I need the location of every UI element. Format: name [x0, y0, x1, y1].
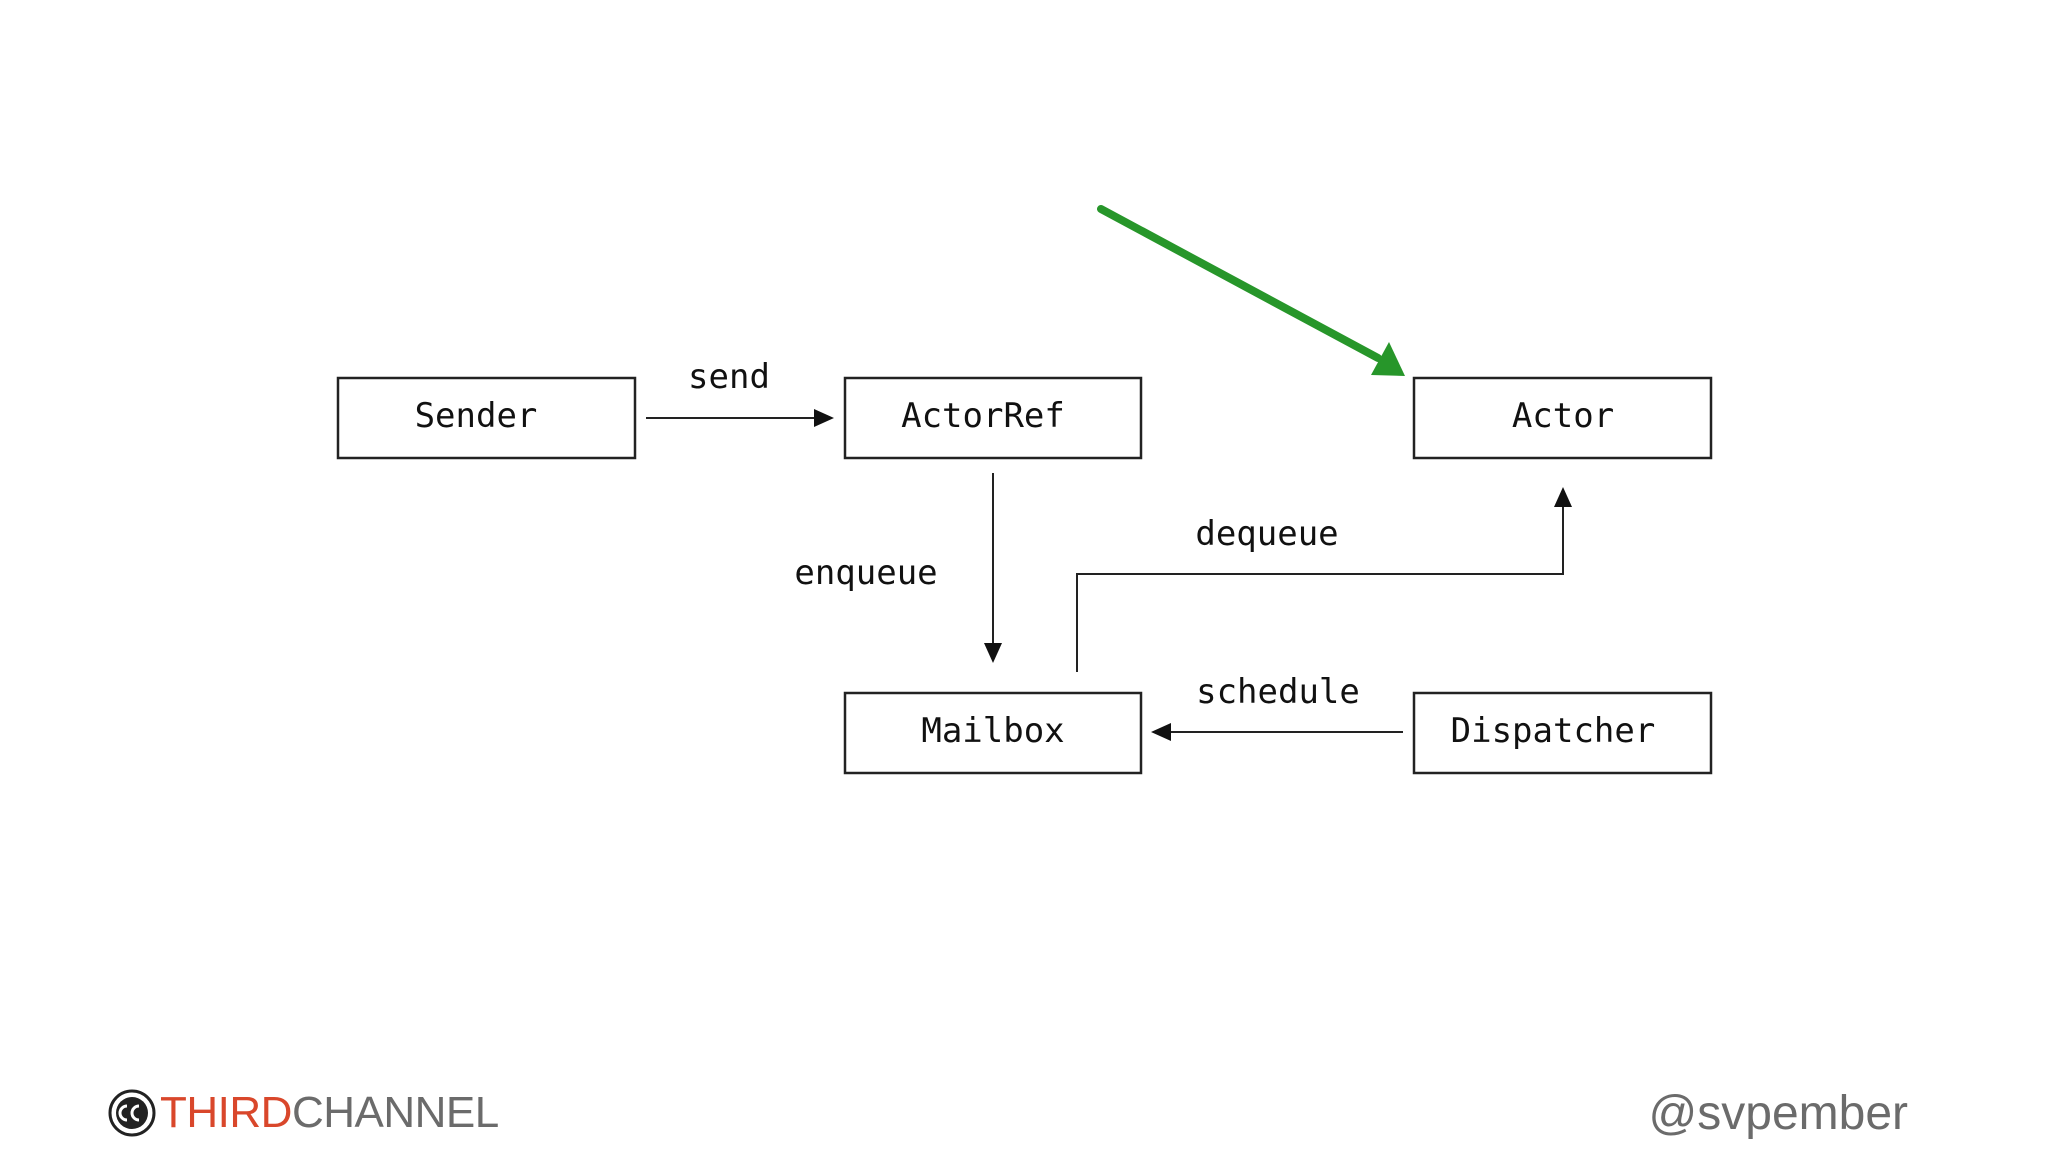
edge-schedule-arrowhead — [1151, 723, 1171, 741]
node-actor-box — [1412, 376, 1713, 460]
edge-enqueue-arrowhead — [984, 643, 1002, 663]
twitter-handle: @svpember — [1648, 1086, 1908, 1140]
node-sender: Sender — [336, 376, 637, 460]
node-actor-label: Actor — [1512, 396, 1614, 436]
edge-dequeue-arrowhead — [1554, 487, 1572, 507]
node-actorref: ActorRef — [843, 376, 1143, 460]
highlight-arrow-head — [1371, 342, 1405, 376]
edge-schedule-label: schedule — [1196, 672, 1360, 712]
node-dispatcher-label: Dispatcher — [1451, 711, 1656, 751]
node-dispatcher-box — [1412, 691, 1713, 775]
node-mailbox-label: Mailbox — [921, 711, 1064, 751]
highlight-arrow-shaft — [1097, 205, 1382, 362]
node-sender-label: Sender — [415, 396, 538, 436]
edge-dequeue: dequeue — [1076, 487, 1572, 672]
edge-enqueue: enqueue — [794, 473, 1002, 663]
node-sender-box — [336, 376, 637, 460]
node-actorref-label: ActorRef — [901, 396, 1065, 436]
node-dispatcher: Dispatcher — [1412, 691, 1713, 775]
node-actorref-box — [843, 376, 1143, 460]
thirdchannel-logo-icon — [108, 1089, 156, 1137]
edge-dequeue-line — [1076, 506, 1564, 672]
node-mailbox-box — [843, 691, 1143, 775]
edge-dequeue-label: dequeue — [1195, 514, 1338, 554]
edge-send-label: send — [688, 357, 770, 397]
node-mailbox: Mailbox — [843, 691, 1143, 775]
edge-schedule: schedule — [1151, 672, 1403, 741]
edge-enqueue-label: enqueue — [794, 553, 937, 593]
edge-send: send — [646, 357, 834, 427]
edge-send-arrowhead — [814, 409, 834, 427]
brand-third-text: THIRD — [160, 1088, 292, 1137]
brand-channel-text: CHANNEL — [291, 1088, 499, 1137]
node-actor: Actor — [1412, 376, 1713, 460]
highlight-arrow — [1097, 205, 1405, 376]
